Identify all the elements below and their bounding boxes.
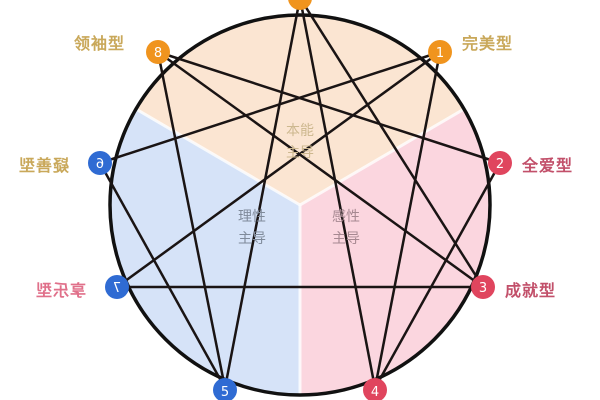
line-8-5	[156, 51, 227, 389]
node-3[interactable]: 3	[471, 275, 495, 299]
node-1[interactable]: 1	[428, 40, 452, 64]
outer-circle	[108, 13, 492, 397]
center-instinct: 本能 主导	[270, 120, 330, 164]
line-9-5	[223, 0, 301, 389]
svg-text:4: 4	[371, 385, 379, 400]
nodes: 1 2 3 4 5 6 7 8	[88, 0, 512, 400]
center-instinct-line2: 主导	[286, 145, 314, 161]
center-thinking-line2: 主导	[238, 231, 266, 247]
line-4-2	[373, 162, 502, 389]
node-9[interactable]	[288, 0, 312, 10]
node-5[interactable]: 5	[213, 378, 237, 400]
center-sectors	[110, 15, 490, 395]
node-8[interactable]: 8	[146, 40, 170, 64]
label-type-7: 享乐型	[35, 277, 86, 301]
label-type-7-text: 享乐型	[35, 281, 87, 300]
center-feeling-line2: 主导	[332, 231, 360, 247]
svg-text:1: 1	[436, 46, 444, 61]
svg-text:6: 6	[96, 157, 104, 172]
node-7[interactable]: 7	[105, 275, 129, 299]
line-5-6	[98, 162, 227, 389]
line-2-8	[157, 50, 501, 165]
label-type-6-text: 疑善型	[18, 156, 70, 175]
center-feeling: 感性 主导	[316, 206, 376, 250]
line-6-1	[99, 50, 441, 165]
svg-text:5: 5	[221, 385, 229, 400]
center-feeling-line1: 感性	[332, 209, 360, 225]
line-7-1	[116, 50, 441, 289]
svg-text:8: 8	[154, 46, 162, 61]
line-1-4	[373, 51, 442, 389]
label-type-6: 疑善型	[18, 152, 69, 176]
label-type-2: 全爱型	[522, 156, 574, 175]
svg-text:2: 2	[496, 157, 504, 172]
node-4[interactable]: 4	[363, 378, 387, 400]
center-thinking-line1: 理性	[238, 209, 266, 225]
line-9-4	[299, 0, 377, 389]
line-8-3	[157, 50, 484, 289]
label-type-1: 完美型	[462, 34, 514, 53]
svg-text:7: 7	[113, 281, 121, 296]
svg-text:3: 3	[479, 281, 487, 296]
label-type-8: 领袖型	[74, 34, 126, 53]
node-2[interactable]: 2	[488, 151, 512, 175]
center-instinct-line1: 本能	[286, 123, 314, 139]
node-6[interactable]: 6	[88, 151, 112, 175]
connection-lines	[98, 0, 502, 389]
line-9-3	[299, 0, 485, 288]
label-type-3: 成就型	[505, 281, 557, 300]
center-thinking: 理性 主导	[222, 206, 282, 250]
